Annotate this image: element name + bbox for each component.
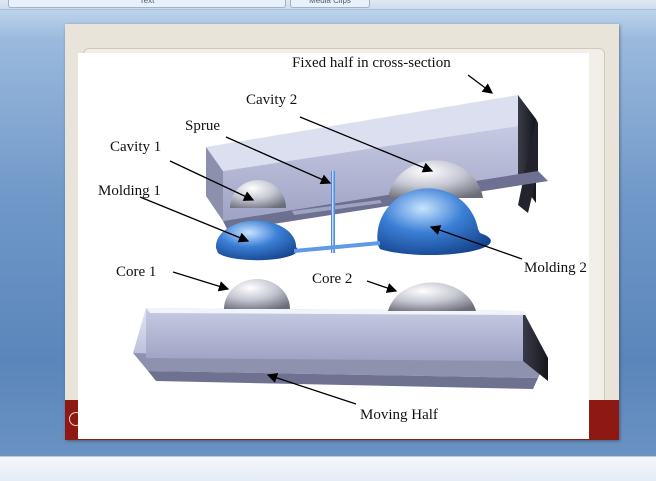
label-core-1: Core 1 bbox=[116, 264, 156, 280]
fixed-half-arrow bbox=[467, 74, 494, 94]
cavity1-arrow bbox=[169, 160, 255, 201]
runner-slot bbox=[292, 200, 382, 215]
label-sprue: Sprue bbox=[185, 118, 220, 134]
molding-1 bbox=[215, 220, 298, 261]
molding1-arrow bbox=[139, 196, 250, 243]
moving-half-plate bbox=[133, 308, 548, 389]
runner bbox=[294, 241, 380, 253]
status-bar bbox=[0, 456, 656, 481]
label-core-2: Core 2 bbox=[312, 271, 352, 287]
label-molding-1: Molding 1 bbox=[98, 183, 161, 199]
core-1-dome bbox=[224, 279, 290, 309]
label-fixed-half: Fixed half in cross-section bbox=[292, 55, 451, 71]
label-moving-half: Moving Half bbox=[360, 407, 438, 423]
core-2-dome bbox=[388, 282, 476, 311]
label-cavity-1: Cavity 1 bbox=[110, 139, 161, 155]
mold-illustration: Fixed half in cross-section Cavity 2 Spr… bbox=[98, 55, 587, 423]
ribbon-media-clips-group[interactable]: Media Clips bbox=[290, 0, 370, 8]
label-cavity-2: Cavity 2 bbox=[246, 92, 297, 108]
core2-arrow bbox=[366, 280, 398, 293]
ribbon-strip: Text Media Clips bbox=[0, 0, 656, 10]
cavity-2-dome bbox=[388, 160, 483, 198]
cavity-1-dome bbox=[230, 180, 286, 208]
sprue-arrow bbox=[225, 136, 332, 185]
core1-arrow bbox=[172, 271, 230, 292]
ribbon-text-group[interactable]: Text bbox=[8, 0, 286, 8]
cavity2-arrow bbox=[299, 116, 434, 173]
moving-half-arrow bbox=[266, 372, 357, 405]
injection-mold-diagram[interactable]: Fixed half in cross-section Cavity 2 Spr… bbox=[78, 53, 589, 439]
label-molding-2: Molding 2 bbox=[524, 260, 587, 276]
fixed-half-plate bbox=[206, 95, 548, 231]
molding2-arrow bbox=[429, 225, 523, 260]
